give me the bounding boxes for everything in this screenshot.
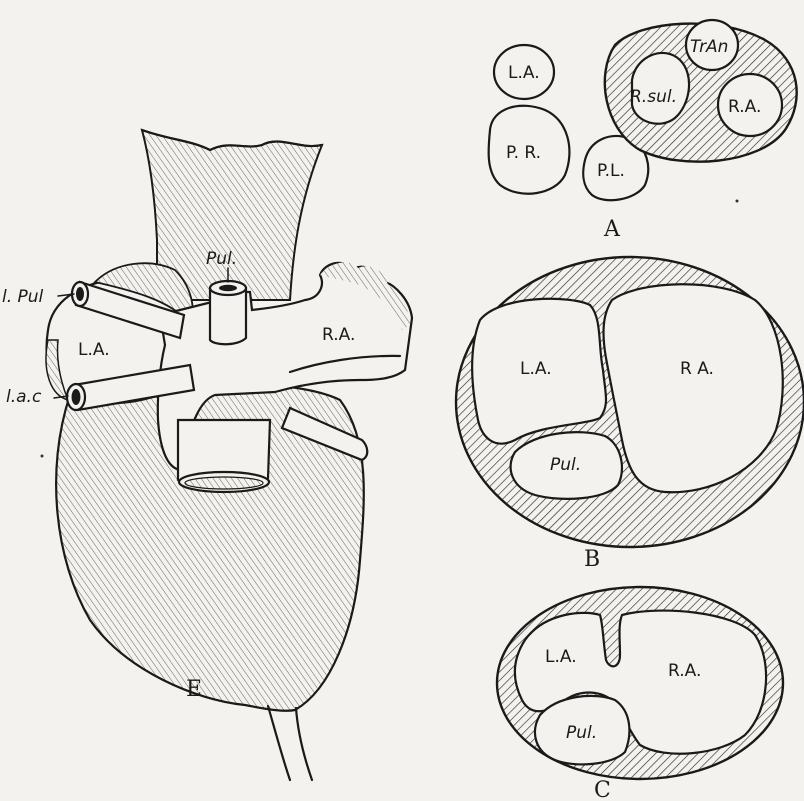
left-cardinal-tube-lumen xyxy=(72,389,81,405)
panel-e: Pul. l. Pul L.A. l.a.c R.A. E xyxy=(2,130,412,780)
dot-mark xyxy=(736,200,739,203)
label-e-lac: l.a.c xyxy=(6,387,42,407)
label-b-ra: R A. xyxy=(680,359,714,379)
label-e-ra: R.A. xyxy=(322,325,355,345)
label-a-ra: R.A. xyxy=(728,97,761,117)
panel-c: L.A. R.A. Pul. C xyxy=(497,587,783,801)
left-pulmonary-tube-lumen xyxy=(76,287,84,301)
label-c-pul: Pul. xyxy=(566,723,597,743)
label-e-lpul: l. Pul xyxy=(2,287,44,307)
label-c-la: L.A. xyxy=(545,647,577,667)
label-c-ra: R.A. xyxy=(668,661,701,681)
pulmonary-stub xyxy=(210,288,246,344)
letter-e: E xyxy=(186,677,202,702)
lower-vessel-left xyxy=(268,706,290,780)
label-a-pl: P.L. xyxy=(597,161,625,181)
label-a-pr: P. R. xyxy=(506,143,541,163)
stray-dot xyxy=(41,455,44,458)
label-a-rsub: R.sul. xyxy=(630,87,677,107)
label-e-pul: Pul. xyxy=(206,249,237,269)
letter-a: A xyxy=(603,217,621,242)
pulmonary-stub-lumen xyxy=(219,285,237,291)
letter-b: B xyxy=(584,547,600,572)
letter-c: C xyxy=(594,778,611,801)
label-a-la: L.A. xyxy=(508,63,540,83)
panel-b-right-atrium xyxy=(604,284,783,492)
label-a-tran: TrAn xyxy=(690,37,728,57)
panel-b: L.A. R A. Pul. B xyxy=(456,257,804,572)
panel-a: L.A. P. R. P.L. R.sul. TrAn R.A. A xyxy=(489,20,797,242)
label-e-la: L.A. xyxy=(78,340,110,360)
label-b-pul: Pul. xyxy=(550,455,581,475)
label-b-la: L.A. xyxy=(520,359,552,379)
lower-outlet-lumen xyxy=(185,477,263,489)
lower-vessel-right xyxy=(296,708,312,780)
